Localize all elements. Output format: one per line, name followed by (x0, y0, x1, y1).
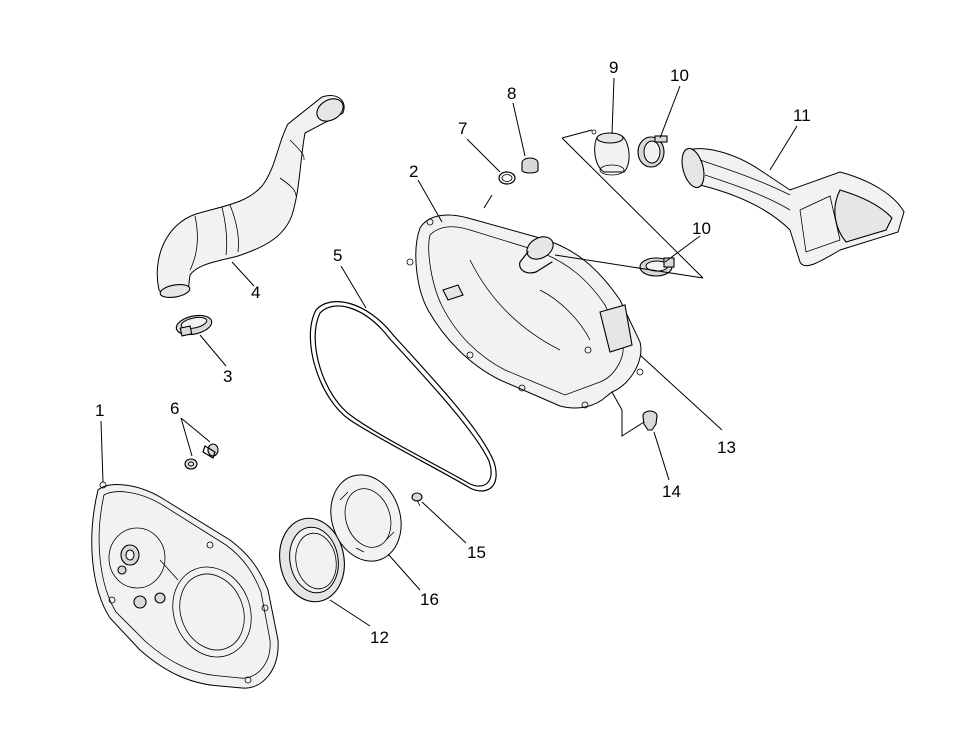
callout-13: 13 (717, 438, 736, 457)
callout-7: 7 (458, 119, 467, 138)
part-2-inner-cover (406, 214, 644, 409)
leader-lines (100, 77, 798, 627)
callout-12: 12 (370, 628, 389, 647)
callout-1: 1 (95, 401, 104, 420)
callout-11: 11 (793, 106, 811, 125)
part-8-plug (521, 157, 539, 174)
part-14-bolt (642, 410, 658, 431)
part-6-bolt-washer (184, 443, 219, 470)
part-4-intake-duct (156, 95, 345, 299)
callout-10-upper: 10 (670, 66, 689, 85)
part-1-outer-cover (91, 481, 279, 689)
callout-9: 9 (609, 58, 618, 77)
part-10-clamp-upper (637, 135, 668, 168)
callout-6: 6 (170, 399, 179, 418)
part-5-drive-belt (309, 301, 497, 492)
callout-10-lower: 10 (692, 219, 711, 238)
callout-labels: 1 2 3 4 5 6 7 8 9 10 10 11 12 13 14 15 1… (95, 58, 811, 647)
callout-5: 5 (333, 246, 342, 265)
part-11-air-duct (681, 147, 905, 267)
part-10-clamp-lower (639, 257, 675, 277)
callout-8: 8 (507, 84, 516, 103)
callout-15: 15 (467, 543, 486, 562)
part-9-boot (591, 129, 630, 176)
callout-16: 16 (420, 590, 439, 609)
part-15-screw (411, 492, 423, 507)
part-3-hose-clamp (175, 314, 213, 337)
callout-3: 3 (223, 367, 232, 386)
part-7-o-ring (498, 171, 516, 185)
part-16-plate (330, 474, 402, 562)
callout-14: 14 (662, 482, 681, 501)
callout-2: 2 (409, 162, 418, 181)
part-12-seal (279, 517, 345, 603)
callout-4: 4 (251, 283, 260, 302)
